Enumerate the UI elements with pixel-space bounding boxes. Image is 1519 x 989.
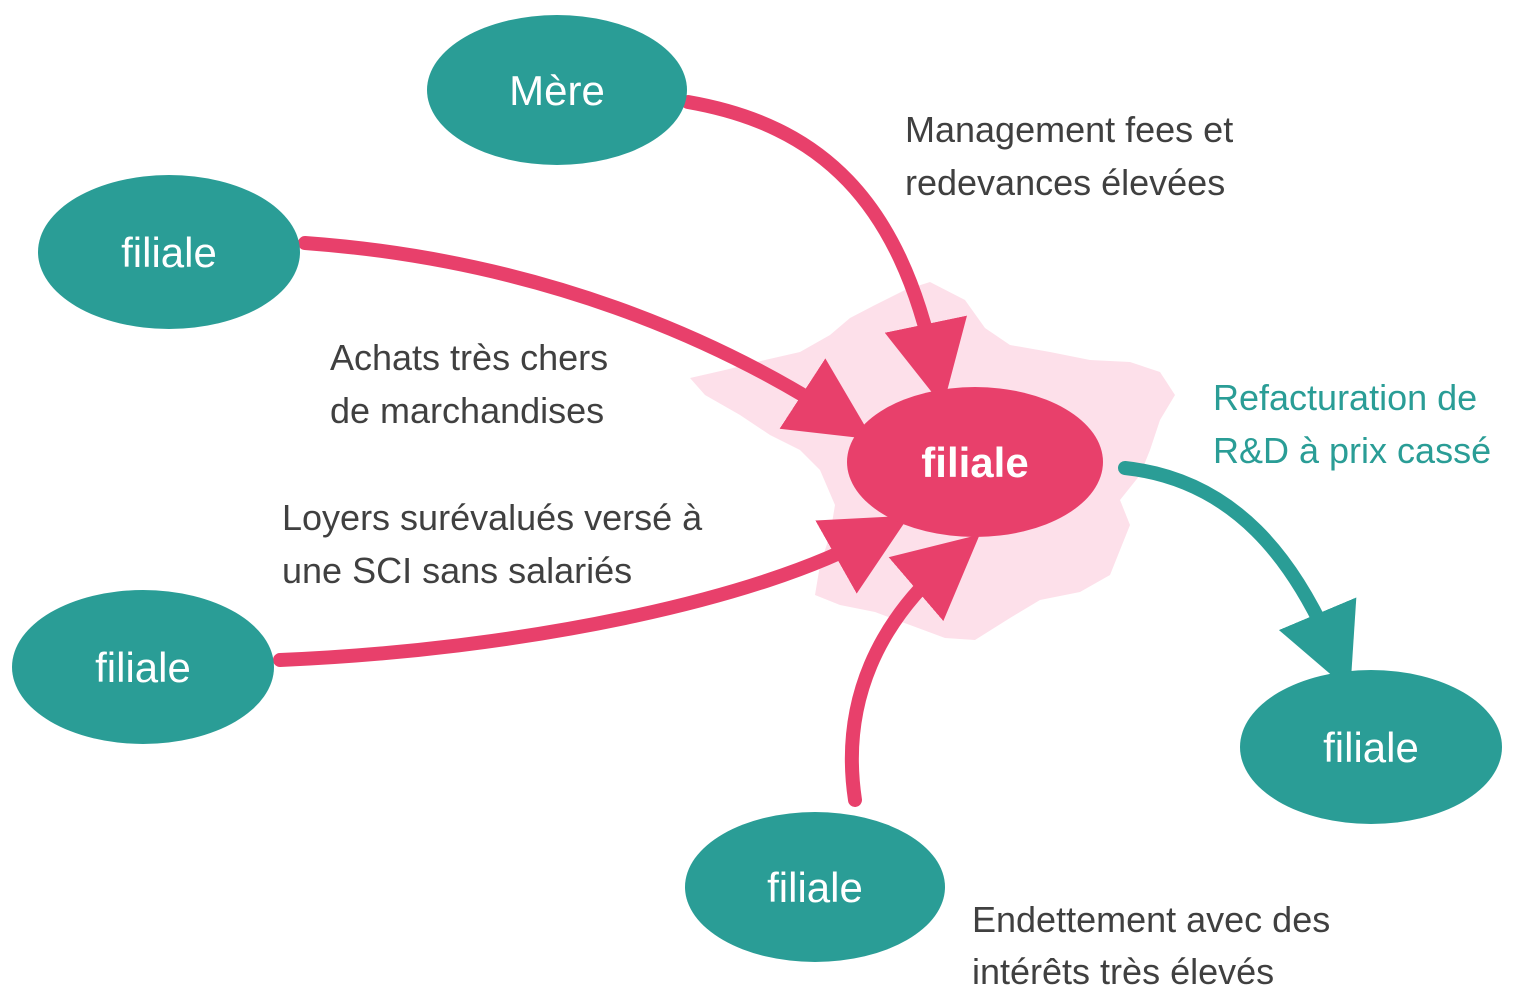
caption-achats: Achats très chers de marchandises xyxy=(330,337,608,431)
node-filiale-right-label: filiale xyxy=(1323,724,1419,771)
caption-endettement: Endettement avec des intérêts très élevé… xyxy=(972,899,1330,989)
node-mere: Mère xyxy=(427,15,687,165)
arrow-endettement xyxy=(844,534,980,807)
node-filiale-bottom: filiale xyxy=(685,812,945,962)
caption-refacturation: Refacturation de R&D à prix cassé xyxy=(1213,377,1491,471)
node-filiale-center-label: filiale xyxy=(921,439,1028,486)
arrow-achats xyxy=(298,236,873,440)
node-mere-label: Mère xyxy=(509,67,605,114)
arrow-loyers xyxy=(273,515,910,667)
caption-achats-line1: Achats très chers xyxy=(330,337,608,378)
node-filiale-left-bottom-label: filiale xyxy=(95,644,191,691)
node-filiale-bottom-label: filiale xyxy=(767,864,863,911)
node-filiale-left-bottom: filiale xyxy=(12,590,274,744)
arrow-management-fees xyxy=(681,95,967,407)
caption-loyers: Loyers surévalués versé à une SCI sans s… xyxy=(282,497,703,591)
caption-achats-line2: de marchandises xyxy=(330,390,604,431)
node-filiale-top-left: filiale xyxy=(38,175,300,329)
caption-endettement-line1: Endettement avec des xyxy=(972,899,1330,940)
caption-management-line1: Management fees et xyxy=(905,109,1233,150)
caption-loyers-line1: Loyers surévalués versé à xyxy=(282,497,703,538)
node-filiale-right: filiale xyxy=(1240,670,1502,824)
arrow-refacturation xyxy=(1118,461,1357,692)
caption-loyers-line2: une SCI sans salariés xyxy=(282,550,632,591)
caption-management: Management fees et redevances élevées xyxy=(905,109,1233,203)
caption-endettement-line2: intérêts très élevés xyxy=(972,951,1274,989)
node-filiale-top-left-label: filiale xyxy=(121,229,217,276)
caption-refacturation-line1: Refacturation de xyxy=(1213,377,1477,418)
node-filiale-center: filiale xyxy=(847,387,1103,537)
caption-refacturation-line2: R&D à prix cassé xyxy=(1213,430,1491,471)
caption-management-line2: redevances élevées xyxy=(905,162,1225,203)
